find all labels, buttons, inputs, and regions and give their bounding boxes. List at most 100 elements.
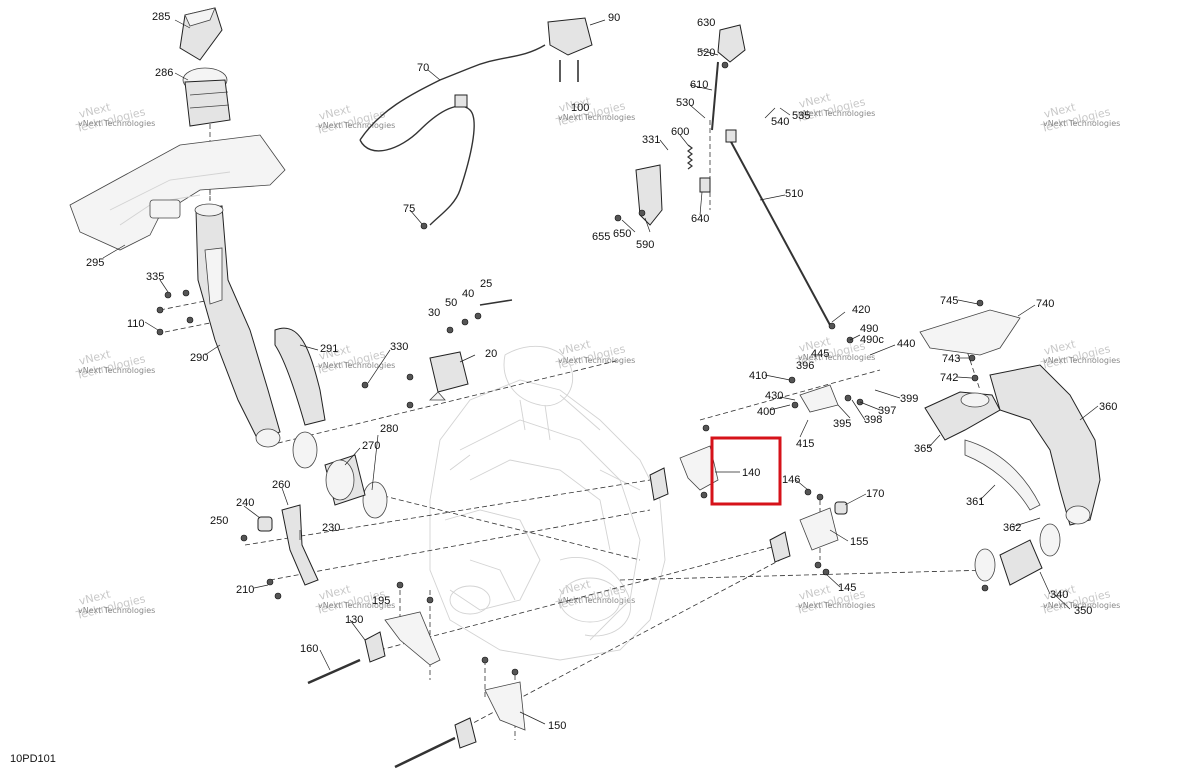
- label-285[interactable]: 285: [152, 11, 170, 23]
- part-70-cable[interactable]: [359, 44, 546, 226]
- label-745[interactable]: 745: [940, 295, 958, 307]
- part-361-duct[interactable]: [964, 439, 1041, 511]
- label-250[interactable]: 250: [210, 515, 228, 527]
- label-230[interactable]: 230: [322, 522, 340, 534]
- label-399[interactable]: 399: [900, 393, 918, 405]
- part-150-bracket[interactable]: [394, 656, 526, 769]
- label-335[interactable]: 335: [146, 271, 164, 283]
- label-160[interactable]: 160: [300, 643, 318, 655]
- label-331[interactable]: 331: [642, 134, 660, 146]
- part-290-intake-duct[interactable]: [194, 203, 281, 448]
- part-360-outlet-duct[interactable]: [989, 364, 1101, 526]
- part-155-bracket[interactable]: [769, 507, 839, 563]
- part-260-bracket[interactable]: [281, 504, 319, 586]
- part-110-bolt[interactable]: [156, 328, 164, 336]
- part-743-742-fasteners[interactable]: [968, 354, 979, 382]
- label-30[interactable]: 30: [428, 307, 440, 319]
- label-630[interactable]: 630: [697, 17, 715, 29]
- label-361[interactable]: 361: [966, 496, 984, 508]
- label-410[interactable]: 410: [749, 370, 767, 382]
- part-280-clamp[interactable]: [292, 431, 388, 519]
- label-398[interactable]: 398: [864, 414, 882, 426]
- part-285-cap[interactable]: [179, 7, 223, 61]
- part-145-bolts[interactable]: [814, 561, 830, 576]
- label-610[interactable]: 610: [690, 79, 708, 91]
- part-335-bolts[interactable]: [156, 289, 194, 324]
- part-170-mount[interactable]: [834, 501, 848, 515]
- label-420[interactable]: 420: [852, 304, 870, 316]
- label-415[interactable]: 415: [796, 438, 814, 450]
- label-430[interactable]: 430: [765, 390, 783, 402]
- part-655-650-bolts[interactable]: [614, 209, 646, 222]
- label-90[interactable]: 90: [608, 12, 620, 24]
- label-286[interactable]: 286: [155, 67, 173, 79]
- label-350[interactable]: 350: [1074, 605, 1092, 617]
- part-250-bolt[interactable]: [240, 534, 248, 542]
- label-330[interactable]: 330: [390, 341, 408, 353]
- part-20-module[interactable]: [429, 351, 469, 401]
- label-640[interactable]: 640: [691, 213, 709, 225]
- label-25[interactable]: 25: [480, 278, 492, 290]
- label-290[interactable]: 290: [190, 352, 208, 364]
- part-270-coupler[interactable]: [324, 454, 366, 506]
- label-490[interactable]: 490: [860, 323, 878, 335]
- label-590[interactable]: 590: [636, 239, 654, 251]
- label-650[interactable]: 650: [613, 228, 631, 240]
- label-170[interactable]: 170: [866, 488, 884, 500]
- part-330-bolts[interactable]: [361, 373, 414, 409]
- label-540[interactable]: 540: [771, 116, 789, 128]
- label-510[interactable]: 510: [785, 188, 803, 200]
- label-360[interactable]: 360: [1099, 401, 1117, 413]
- part-340-coupler[interactable]: [974, 523, 1061, 586]
- label-40[interactable]: 40: [462, 288, 474, 300]
- label-740[interactable]: 740: [1036, 298, 1054, 310]
- part-510-rod[interactable]: [725, 129, 831, 326]
- label-146[interactable]: 146: [782, 474, 800, 486]
- label-150[interactable]: 150: [548, 720, 566, 732]
- label-260[interactable]: 260: [272, 479, 290, 491]
- label-535[interactable]: 535: [792, 110, 810, 122]
- label-20[interactable]: 20: [485, 348, 497, 360]
- label-50[interactable]: 50: [445, 297, 457, 309]
- part-gearshift-linkage[interactable]: [788, 322, 864, 413]
- part-291-duct[interactable]: [274, 327, 326, 426]
- label-75[interactable]: 75: [403, 203, 415, 215]
- part-130-mount[interactable]: [364, 631, 386, 663]
- label-742[interactable]: 742: [940, 372, 958, 384]
- part-160-long-bolt[interactable]: [307, 658, 361, 685]
- label-295[interactable]: 295: [86, 257, 104, 269]
- label-445[interactable]: 445: [811, 348, 829, 360]
- label-396[interactable]: 396: [796, 360, 814, 372]
- label-395[interactable]: 395: [833, 418, 851, 430]
- part-350-clamp[interactable]: [981, 584, 989, 592]
- part-740-bracket[interactable]: [919, 299, 1021, 356]
- label-280[interactable]: 280: [380, 423, 398, 435]
- label-145[interactable]: 145: [838, 582, 856, 594]
- label-155[interactable]: 155: [850, 536, 868, 548]
- label-440[interactable]: 440: [897, 338, 915, 350]
- part-90-throttle[interactable]: [547, 17, 593, 82]
- part-610-lever[interactable]: [711, 61, 729, 131]
- part-295-plate[interactable]: [69, 134, 286, 251]
- label-140[interactable]: 140: [742, 467, 760, 479]
- label-490c[interactable]: 490c: [860, 334, 884, 346]
- part-286-air-intake[interactable]: [182, 67, 231, 127]
- label-240[interactable]: 240: [236, 497, 254, 509]
- label-397[interactable]: 397: [878, 405, 896, 417]
- part-30-50-40-25-hardware[interactable]: [446, 299, 513, 334]
- label-100[interactable]: 100: [571, 102, 589, 114]
- label-365[interactable]: 365: [914, 443, 932, 455]
- label-291[interactable]: 291: [320, 343, 338, 355]
- part-195-bracket[interactable]: [384, 581, 441, 666]
- part-365-elbow[interactable]: [924, 391, 1001, 441]
- label-130[interactable]: 130: [345, 614, 363, 626]
- label-270[interactable]: 270: [362, 440, 380, 452]
- label-362[interactable]: 362: [1003, 522, 1021, 534]
- part-146-bolts[interactable]: [804, 488, 824, 501]
- label-70[interactable]: 70: [417, 62, 429, 74]
- label-400[interactable]: 400: [757, 406, 775, 418]
- part-75-clip[interactable]: [420, 222, 428, 230]
- part-140-bracket[interactable]: [649, 424, 719, 501]
- part-630-knob[interactable]: [717, 24, 746, 63]
- label-210[interactable]: 210: [236, 584, 254, 596]
